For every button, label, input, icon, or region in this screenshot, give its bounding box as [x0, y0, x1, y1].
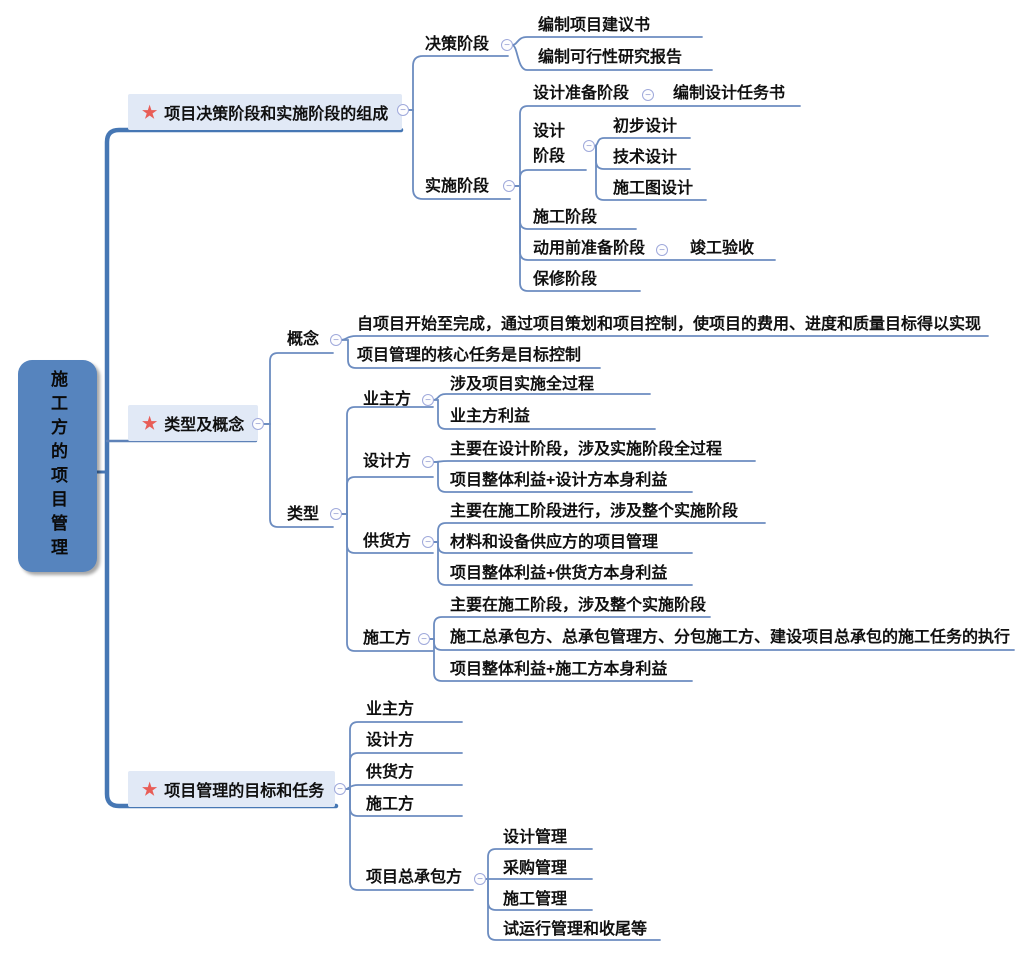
collapse-button-concept[interactable]: − [330, 334, 342, 346]
star-icon: ★ [142, 102, 158, 122]
node-goal-designer[interactable]: 设计方 [366, 732, 415, 749]
node-project-proposal[interactable]: 编制项目建议书 [538, 17, 651, 34]
node-contractor-scope[interactable]: 主要在施工阶段，涉及整个实施阶段 [450, 597, 707, 614]
node-warranty-phase[interactable]: 保修阶段 [533, 271, 598, 288]
node-concept-desc[interactable]: 自项目开始至完成，通过项目策划和项目控制，使项目的费用、进度和质量目标得以实现 [357, 316, 982, 333]
root-topic[interactable]: 施工方的项目管理 [18, 360, 97, 572]
root-topic-label: 施工方的项目管理 [48, 370, 67, 562]
collapse-button-implementation-phase[interactable]: − [503, 180, 515, 192]
node-contractor[interactable]: 施工方 [363, 630, 412, 647]
node-trial-run-mgmt[interactable]: 试运行管理和收尾等 [503, 921, 648, 938]
node-design-prep-phase[interactable]: 设计准备阶段 [533, 85, 630, 102]
node-goal-supplier[interactable]: 供货方 [366, 764, 415, 781]
topic-goals-tasks[interactable]: ★ 项目管理的目标和任务 [128, 771, 335, 807]
topic-types-concepts-label: 类型及概念 [164, 417, 245, 434]
collapse-button-design-phase[interactable]: − [583, 140, 595, 152]
node-construction-phase[interactable]: 施工阶段 [533, 209, 598, 226]
node-type[interactable]: 类型 [287, 506, 320, 523]
node-owner-scope[interactable]: 涉及项目实施全过程 [450, 376, 595, 393]
topic-types-concepts[interactable]: ★ 类型及概念 [128, 405, 258, 441]
node-concept[interactable]: 概念 [287, 331, 320, 348]
collapse-button-supplier[interactable]: − [422, 536, 434, 548]
node-designer-interest[interactable]: 项目整体利益+设计方本身利益 [450, 472, 668, 489]
node-designer-scope[interactable]: 主要在设计阶段，涉及实施阶段全过程 [450, 441, 723, 458]
star-icon: ★ [142, 413, 158, 433]
collapse-button-types-concepts[interactable]: − [252, 418, 264, 430]
node-construction-mgmt[interactable]: 施工管理 [503, 891, 568, 908]
collapse-button-type[interactable]: − [330, 508, 342, 520]
node-supplier-def[interactable]: 材料和设备供应方的项目管理 [450, 534, 659, 551]
node-design-mgmt[interactable]: 设计管理 [503, 829, 568, 846]
node-decision-phase[interactable]: 决策阶段 [425, 36, 490, 53]
collapse-button-epc-contractor[interactable]: − [474, 873, 486, 885]
node-designer[interactable]: 设计方 [363, 453, 412, 470]
node-contractor-types[interactable]: 施工总承包方、总承包管理方、分包施工方、建设项目总承包的施工任务的执行 [450, 629, 1011, 646]
spine-line [93, 127, 404, 809]
collapse-button-owner[interactable]: − [422, 394, 434, 406]
collapse-button-designer[interactable]: − [422, 456, 434, 468]
collapse-button-design-prep-phase[interactable]: − [642, 89, 654, 101]
collapse-button-contractor[interactable]: − [418, 633, 430, 645]
node-pre-use-prep-phase[interactable]: 动用前准备阶段 [533, 240, 646, 257]
node-feasibility-report[interactable]: 编制可行性研究报告 [538, 49, 683, 66]
topic-composition[interactable]: ★ 项目决策阶段和实施阶段的组成 [128, 94, 402, 130]
node-construction-drawing-design[interactable]: 施工图设计 [613, 180, 694, 197]
node-epc-contractor[interactable]: 项目总承包方 [366, 869, 463, 886]
node-concept-core-task[interactable]: 项目管理的核心任务是目标控制 [357, 347, 582, 364]
node-implementation-phase[interactable]: 实施阶段 [425, 178, 490, 195]
star-icon: ★ [142, 779, 158, 799]
node-supplier-scope[interactable]: 主要在施工阶段进行，涉及整个实施阶段 [450, 503, 739, 520]
collapse-button-composition[interactable]: − [397, 104, 409, 116]
node-completion-acceptance[interactable]: 竣工验收 [690, 240, 755, 257]
node-supplier-interest[interactable]: 项目整体利益+供货方本身利益 [450, 565, 668, 582]
collapse-button-pre-use-prep-phase[interactable]: − [656, 244, 668, 256]
node-design-phase[interactable]: 设计阶段 [533, 123, 566, 165]
node-supplier[interactable]: 供货方 [363, 533, 412, 550]
topic-composition-label: 项目决策阶段和实施阶段的组成 [164, 106, 389, 123]
topic-goals-tasks-label: 项目管理的目标和任务 [164, 783, 325, 800]
node-procurement-mgmt[interactable]: 采购管理 [503, 860, 568, 877]
node-goal-contractor[interactable]: 施工方 [366, 796, 415, 813]
node-design-task-doc[interactable]: 编制设计任务书 [673, 85, 786, 102]
node-goal-owner[interactable]: 业主方 [366, 701, 415, 718]
collapse-button-goals-tasks[interactable]: − [334, 783, 346, 795]
node-contractor-interest[interactable]: 项目整体利益+施工方本身利益 [450, 661, 668, 678]
node-technical-design[interactable]: 技术设计 [613, 149, 678, 166]
node-owner-interest[interactable]: 业主方利益 [450, 408, 531, 425]
collapse-button-decision-phase[interactable]: − [501, 39, 513, 51]
node-owner[interactable]: 业主方 [363, 391, 412, 408]
node-preliminary-design[interactable]: 初步设计 [613, 118, 678, 135]
